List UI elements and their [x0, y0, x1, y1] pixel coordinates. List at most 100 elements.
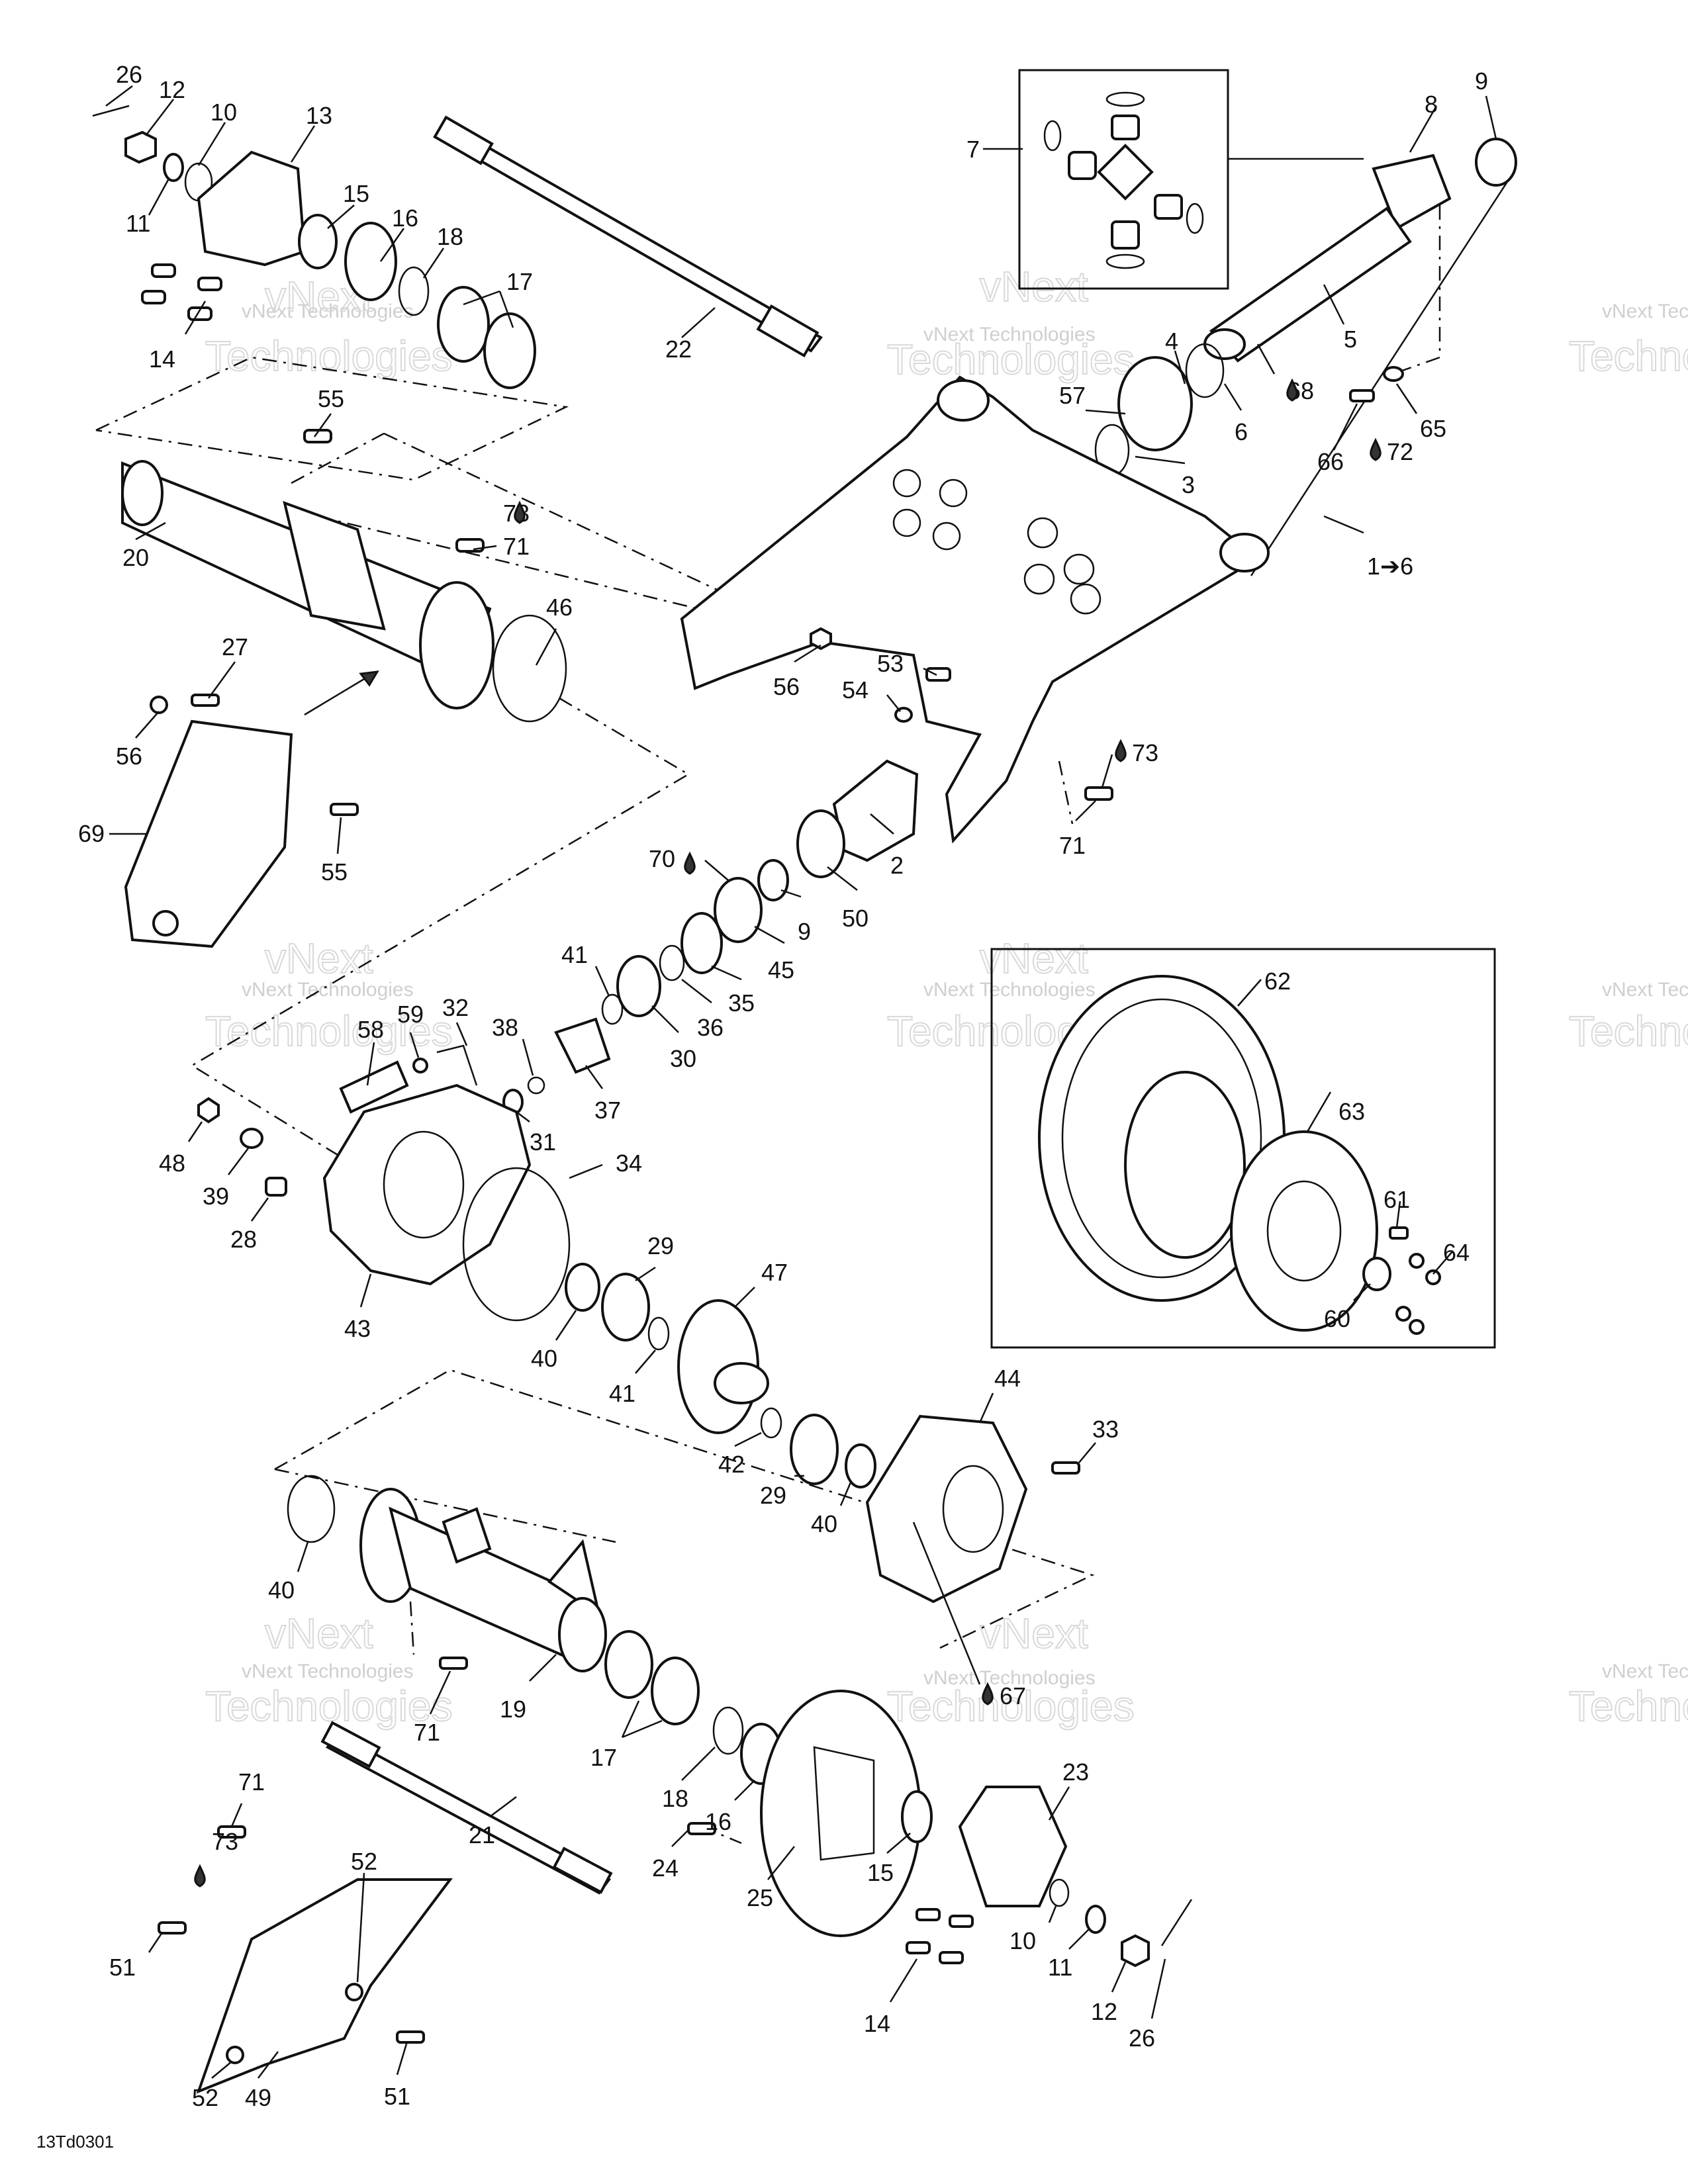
- dash-outline: [291, 432, 385, 484]
- callout-label: 40: [268, 1576, 295, 1604]
- callout-label: 10: [211, 99, 237, 126]
- callout-label: 49: [245, 2084, 271, 2111]
- bolt-66: [1349, 389, 1375, 402]
- leader-lines: [105, 85, 1497, 2079]
- callout-label: 12: [1091, 1998, 1117, 2025]
- watermark-text: vNext Technologies: [242, 979, 414, 1001]
- tube-bracket: [283, 500, 386, 631]
- clamp-59: [412, 1058, 428, 1073]
- skid-plate-49: [158, 1825, 453, 2094]
- housing-tube-20: [121, 429, 567, 723]
- callout-label: 64: [1443, 1239, 1470, 1266]
- watermark-text: Technologies: [205, 332, 453, 380]
- hub-flange: [197, 150, 306, 267]
- gear-hub: [714, 1362, 769, 1404]
- tube-end: [121, 460, 164, 526]
- dash-outline: [1058, 760, 1074, 825]
- callout-label: 18: [437, 223, 463, 250]
- callout-label: 47: [761, 1259, 788, 1286]
- snap-ring: [1105, 91, 1145, 107]
- bearing-17: [651, 1657, 700, 1725]
- callout-label: 10: [1009, 1927, 1036, 1954]
- callout-label: 48: [159, 1150, 185, 1177]
- callout-label: 38: [492, 1014, 518, 1041]
- bearing-cup: [1068, 151, 1097, 180]
- plug-39: [240, 1128, 263, 1149]
- pinion-gear-37: [554, 1017, 611, 1074]
- cotter-pin: [92, 105, 130, 117]
- washer-11: [1085, 1905, 1106, 1934]
- universal-joint-detail-box: [1018, 69, 1229, 290]
- dash-outline: [190, 697, 690, 1156]
- callout-label: 28: [230, 1226, 257, 1253]
- pinion-assembly: [339, 759, 919, 1115]
- spacer-9: [757, 859, 789, 901]
- bolt-71: [439, 1657, 468, 1670]
- stud: [141, 290, 166, 304]
- tube-end: [558, 1597, 607, 1672]
- callout-labels: 26 12 10 13 11 15 16 18 17 14 22 55 20 7…: [78, 61, 1488, 2111]
- nut-64: [1409, 1319, 1425, 1335]
- u-joint-detail: [1043, 91, 1204, 269]
- ring-gear-assembly: [565, 1263, 1080, 1604]
- watermark-text: vNext: [980, 934, 1088, 982]
- dash-outline: [95, 356, 569, 481]
- callout-label: 30: [670, 1045, 696, 1072]
- callout-label: 34: [616, 1150, 642, 1177]
- frame-hole: [892, 469, 921, 498]
- hub-23: [958, 1786, 1068, 1907]
- seal-40: [565, 1263, 600, 1312]
- bearing-cup: [1111, 114, 1140, 140]
- housing-tube-19: [287, 1475, 782, 1785]
- callout-label: 72: [1387, 438, 1413, 465]
- pivot-bushing: [937, 379, 990, 422]
- bracket-body: [124, 719, 293, 948]
- callout-label: 19: [500, 1696, 526, 1723]
- callout-label: 39: [203, 1183, 229, 1210]
- watermark-text: vNext Technologies: [242, 1661, 414, 1682]
- cap-60: [1362, 1257, 1391, 1291]
- callout-label: 66: [1317, 448, 1344, 475]
- snap-ring: [1043, 120, 1062, 152]
- seal-45: [714, 877, 763, 943]
- dash-outline: [274, 1369, 1095, 1649]
- bolt-24: [687, 1822, 716, 1835]
- frame-hole: [1027, 517, 1058, 549]
- callout-label: 36: [697, 1014, 724, 1041]
- disc-center-cutout: [813, 1746, 875, 1861]
- watermark-text: vNext Technologies: [1602, 300, 1688, 322]
- frame-hole: [932, 522, 961, 551]
- callout-label: 26: [116, 61, 142, 88]
- watermark-text: vNext Technologies: [242, 300, 414, 322]
- dash-outline: [409, 1601, 415, 1655]
- snap-ring: [1186, 203, 1204, 234]
- shaft-end: [1203, 328, 1246, 360]
- shim-42: [760, 1407, 782, 1439]
- bolt-71: [455, 538, 485, 553]
- hose-32: [436, 1044, 478, 1086]
- bolt-53: [925, 667, 951, 682]
- callout-label: 61: [1383, 1186, 1410, 1213]
- callout-label: 2: [890, 852, 904, 879]
- watermark-text: Technologies: [1569, 1007, 1688, 1055]
- bolt-71: [1084, 786, 1113, 801]
- o-ring-38: [527, 1076, 545, 1095]
- callout-label: 17: [506, 268, 533, 295]
- callout-label: 16: [392, 205, 418, 232]
- callout-label: 9: [1475, 68, 1488, 95]
- shaft-body: [434, 124, 823, 353]
- nut-56: [150, 696, 168, 714]
- callout-label: 57: [1059, 382, 1086, 409]
- circlip-18: [712, 1706, 744, 1755]
- cover-bore: [942, 1465, 1004, 1553]
- tube-bracket: [547, 1539, 602, 1618]
- callout-label: 40: [531, 1345, 557, 1372]
- callout-label: 71: [238, 1768, 265, 1796]
- watermark-text: vNext: [980, 1610, 1088, 1657]
- callout-label: 56: [116, 743, 142, 770]
- o-ring-34: [462, 1167, 571, 1322]
- washer-65: [1383, 366, 1404, 382]
- bolt-51: [158, 1921, 187, 1934]
- shim-41: [647, 1316, 670, 1351]
